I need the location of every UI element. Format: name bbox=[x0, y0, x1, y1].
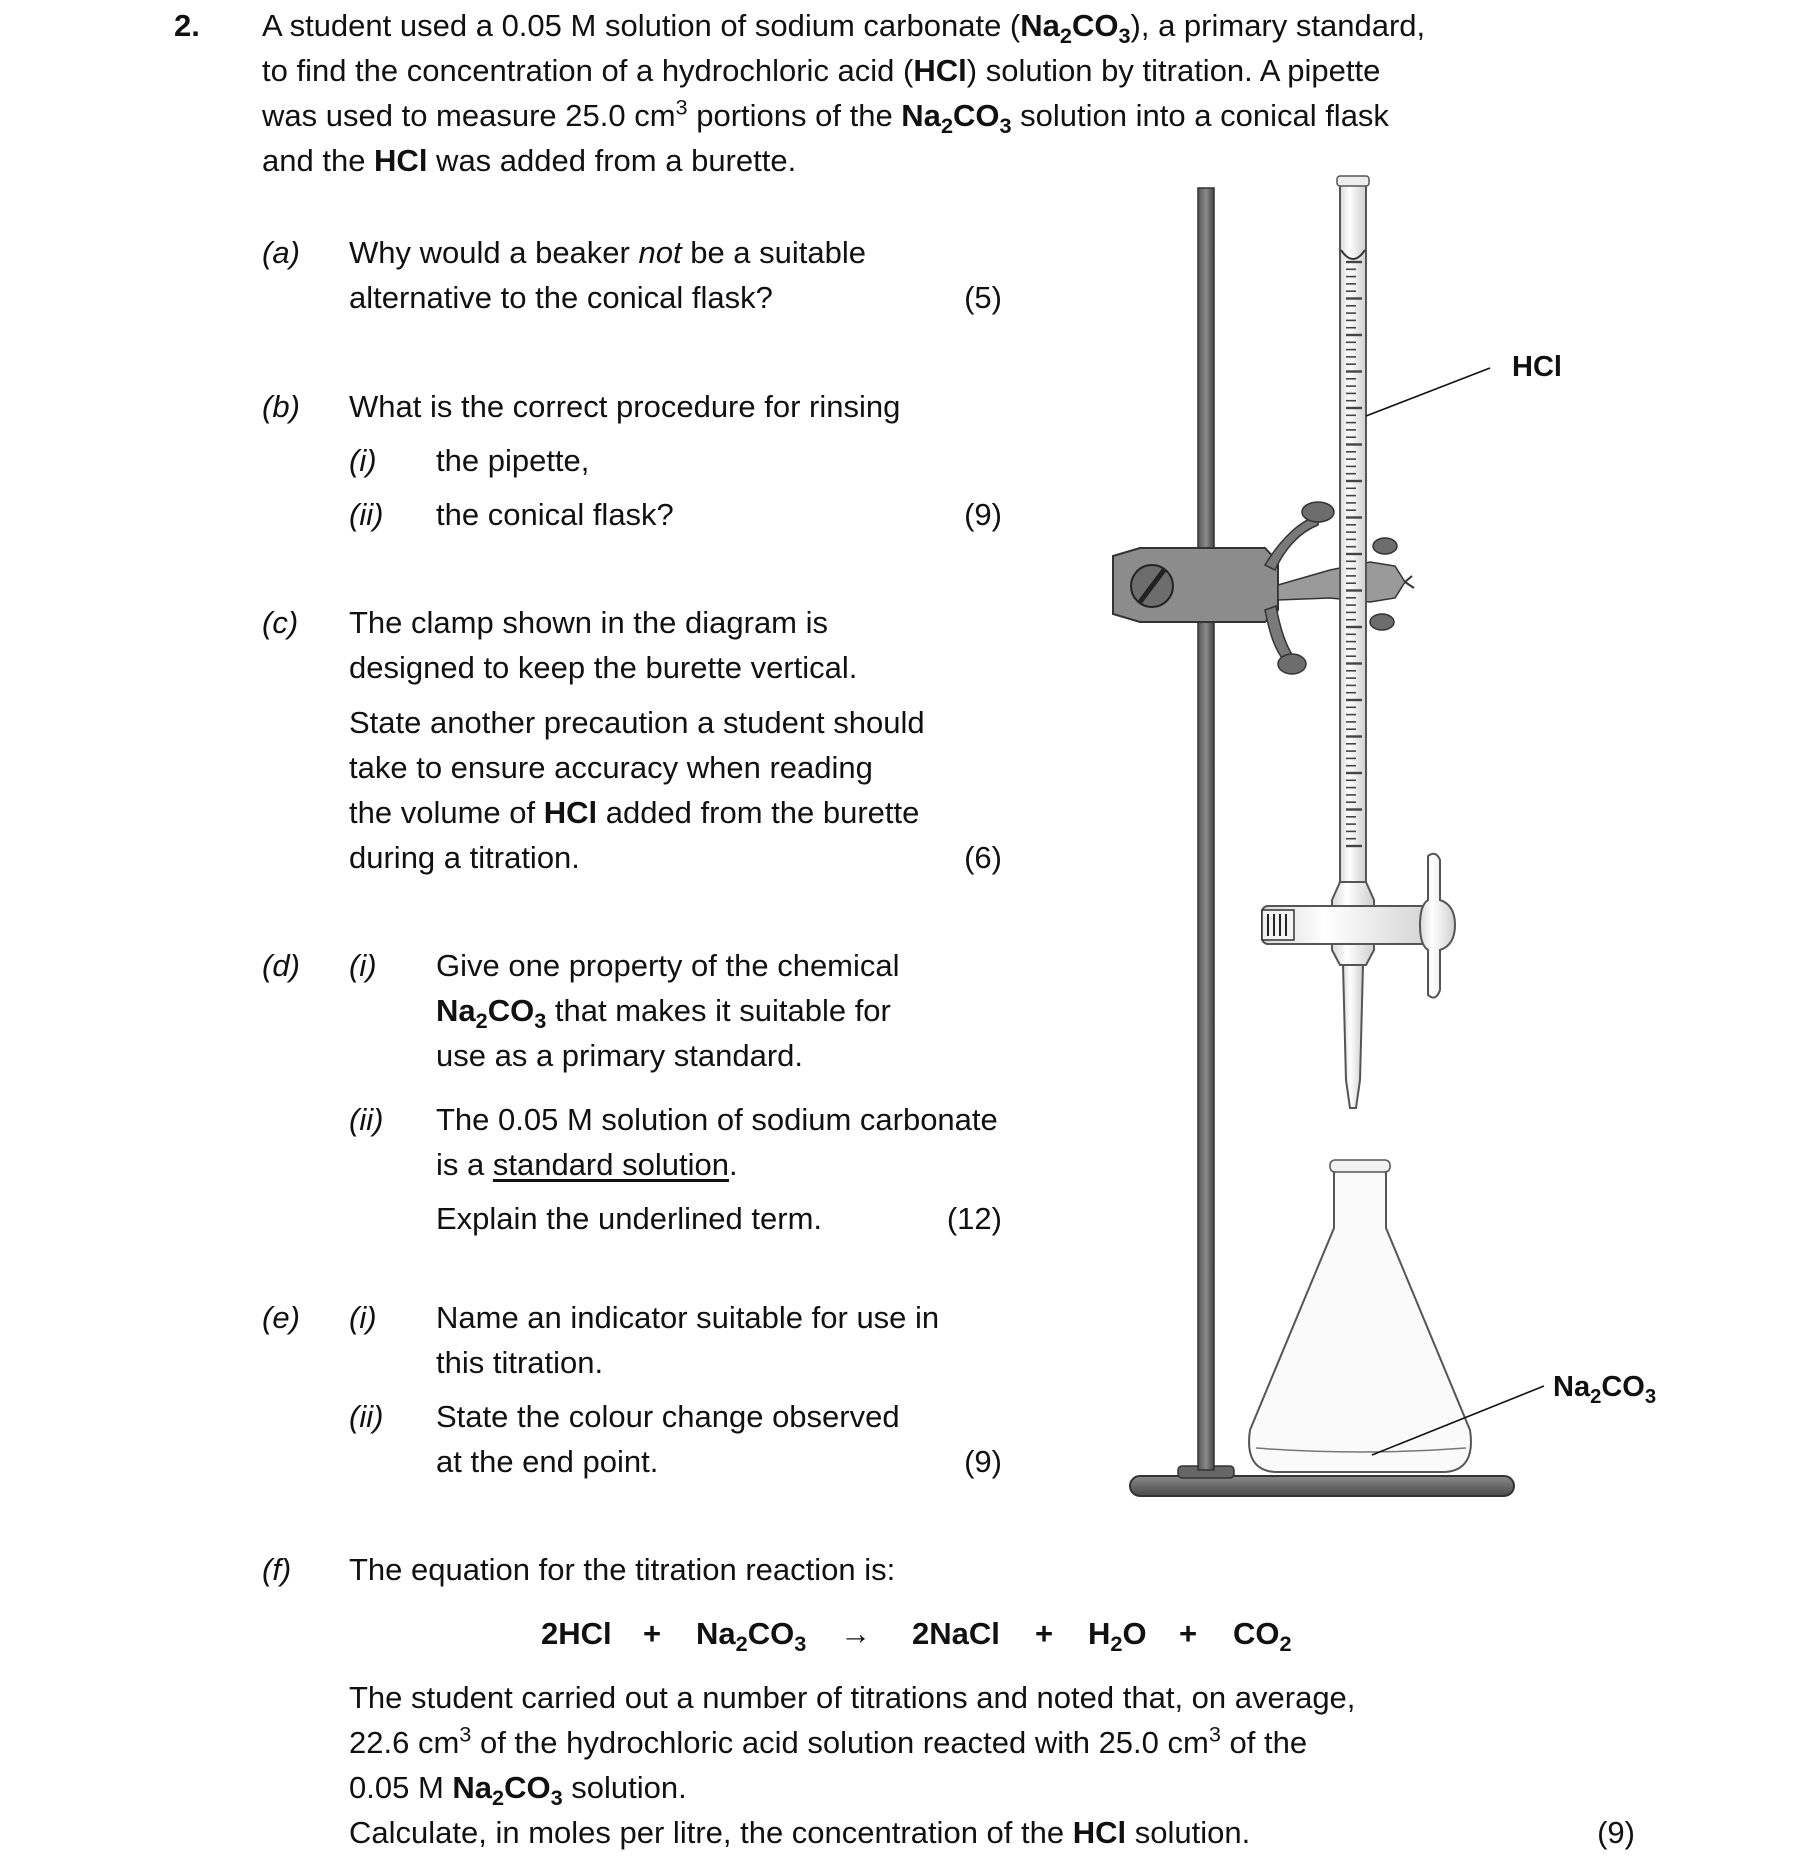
burette-meniscus bbox=[1340, 249, 1366, 260]
hcl-label: HCl bbox=[1512, 351, 1562, 383]
part-c-line-4: take to ensure accuracy when reading bbox=[349, 750, 873, 785]
intro-line-2: to find the concentration of a hydrochlo… bbox=[262, 53, 1381, 88]
part-d-sub-ii-line-2: is a standard solution. bbox=[436, 1147, 738, 1182]
part-d-label: (d) bbox=[262, 948, 300, 983]
part-c-line-3: State another precaution a student shoul… bbox=[349, 705, 925, 740]
part-f-line-4: Calculate, in moles per litre, the conce… bbox=[349, 1815, 1251, 1850]
part-f-label: (f) bbox=[262, 1552, 292, 1587]
part-d-marks: (12) bbox=[946, 1201, 1002, 1236]
part-d-sub-ii-line-3: Explain the underlined term. bbox=[436, 1201, 823, 1236]
part-a-line-1: Why would a beaker not be a suitable bbox=[349, 235, 867, 270]
equation-plus-3: + bbox=[1179, 1616, 1198, 1651]
part-c-line-5: the volume of HCl added from the burette bbox=[349, 795, 920, 830]
part-f-stem: The equation for the titration reaction … bbox=[349, 1552, 896, 1587]
na2co3-leader-line bbox=[1371, 1385, 1545, 1456]
equation-plus-2: + bbox=[1035, 1616, 1054, 1651]
equation-arrow: → bbox=[840, 1616, 871, 1651]
part-c-label: (c) bbox=[262, 605, 299, 640]
burette-graduations bbox=[1346, 260, 1362, 848]
part-d-sub-i-label: (i) bbox=[349, 948, 377, 983]
equation-plus-1: + bbox=[643, 1616, 662, 1651]
stopcock-handle-icon bbox=[1418, 852, 1457, 999]
question-number: 2. bbox=[174, 8, 200, 43]
part-b-sub-ii: the conical flask? bbox=[436, 497, 674, 532]
na2co3-label: Na2CO3 bbox=[1553, 1371, 1657, 1408]
part-b-marks: (9) bbox=[964, 497, 1002, 532]
part-f-line-1: The student carried out a number of titr… bbox=[349, 1680, 1356, 1715]
stopcock-grip-left bbox=[1261, 909, 1295, 941]
part-e-sub-i-line-1: Name an indicator suitable for use in bbox=[436, 1300, 940, 1335]
part-d-sub-i-line-1: Give one property of the chemical bbox=[436, 948, 900, 983]
part-d-sub-i-line-3: use as a primary standard. bbox=[436, 1038, 804, 1073]
part-b-sub-ii-label: (ii) bbox=[349, 497, 384, 532]
intro-line-3: was used to measure 25.0 cm3 portions of… bbox=[262, 94, 1389, 139]
part-b-sub-i: the pipette, bbox=[436, 443, 590, 478]
part-e-sub-ii-line-1: State the colour change observed bbox=[436, 1399, 900, 1434]
part-c-line-2: designed to keep the burette vertical. bbox=[349, 650, 858, 685]
part-e-sub-ii-line-2: at the end point. bbox=[436, 1444, 659, 1479]
part-d-sub-ii-line-1: The 0.05 M solution of sodium carbonate bbox=[436, 1102, 998, 1137]
part-f-line-2: 22.6 cm3 of the hydrochloric acid soluti… bbox=[349, 1721, 1308, 1760]
part-d-sub-ii-label: (ii) bbox=[349, 1102, 384, 1137]
equation-term-na2co3: Na2CO3 bbox=[696, 1616, 807, 1657]
part-b-label: (b) bbox=[262, 389, 300, 424]
burette-tip bbox=[1341, 964, 1365, 1109]
part-c-marks: (6) bbox=[964, 840, 1002, 875]
intro-line-4: and the HCl was added from a burette. bbox=[262, 143, 797, 178]
part-f-line-3: 0.05 M Na2CO3 solution. bbox=[349, 1770, 687, 1811]
intro-line-1: A student used a 0.05 M solution of sodi… bbox=[262, 8, 1426, 49]
part-a-marks: (5) bbox=[964, 280, 1002, 315]
equation-term-2hcl: 2HCl bbox=[541, 1616, 612, 1651]
equation-term-2nacl: 2NaCl bbox=[912, 1616, 1000, 1651]
part-e-marks: (9) bbox=[964, 1444, 1002, 1479]
part-e-sub-i-label: (i) bbox=[349, 1300, 377, 1335]
part-b-sub-i-label: (i) bbox=[349, 443, 377, 478]
equation-term-co2: CO2 bbox=[1233, 1616, 1292, 1657]
flask-liquid-level bbox=[1255, 1447, 1467, 1453]
stand-rod bbox=[1197, 187, 1215, 1471]
conical-flask bbox=[1248, 1168, 1472, 1473]
part-a-line-2: alternative to the conical flask? bbox=[349, 280, 773, 315]
part-e-label: (e) bbox=[262, 1300, 300, 1335]
part-b-stem: What is the correct procedure for rinsin… bbox=[349, 389, 901, 424]
part-a-label: (a) bbox=[262, 235, 300, 270]
part-c-line-6: during a titration. bbox=[349, 840, 580, 875]
hcl-leader-line bbox=[1365, 367, 1491, 417]
part-d-sub-i-line-2: Na2CO3 that makes it suitable for bbox=[436, 993, 891, 1034]
part-f-marks: (9) bbox=[1597, 1815, 1635, 1850]
part-e-sub-ii-label: (ii) bbox=[349, 1399, 384, 1434]
stand-base bbox=[1129, 1475, 1515, 1497]
part-c-line-1: The clamp shown in the diagram is bbox=[349, 605, 829, 640]
part-e-sub-i-line-2: this titration. bbox=[436, 1345, 604, 1380]
clamp-arm-upper bbox=[1263, 513, 1321, 572]
equation-term-h2o: H2O bbox=[1088, 1616, 1147, 1657]
